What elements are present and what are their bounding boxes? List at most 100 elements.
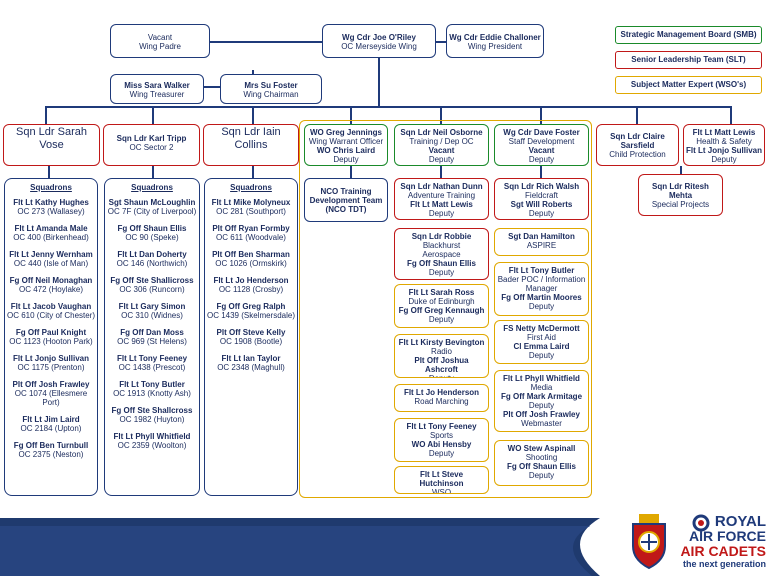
chairman-role: Wing Chairman bbox=[243, 90, 299, 99]
squadron-commander: Flt Lt Jenny Wernham bbox=[9, 250, 93, 259]
squadron-name: OC 7F (City of Liverpool) bbox=[107, 207, 197, 216]
sector-3-name: Sqn Ldr Iain Collins bbox=[221, 126, 281, 151]
role-line: Deputy bbox=[428, 209, 455, 218]
squadron-name: OC 310 (Widnes) bbox=[121, 311, 183, 320]
squadron-name: OC 1908 (Bootle) bbox=[219, 337, 283, 346]
staffdev-deputy-role: Deputy bbox=[528, 155, 555, 164]
treasurer-role: Wing Treasurer bbox=[129, 90, 185, 99]
role-line: Sgt Dan Hamilton bbox=[508, 232, 575, 241]
role-line: Flt Lt Tony Butler bbox=[508, 266, 575, 275]
logo-royal: ROYAL bbox=[714, 513, 766, 530]
squadron-name: OC 1123 (Hooton Park) bbox=[9, 337, 93, 346]
staffdev-deputy-name: Vacant bbox=[528, 146, 555, 155]
squadron-commander: Flt Lt Tony Butler bbox=[119, 380, 185, 389]
staffdev-name: Wg Cdr Dave Foster bbox=[503, 128, 580, 137]
squadron-commander: Flt Lt Dan Doherty bbox=[117, 250, 187, 259]
training-deputy-role: Deputy bbox=[428, 155, 455, 164]
squadron-commander: Plt Off Ryan Formby bbox=[212, 224, 290, 233]
crest-icon bbox=[632, 514, 666, 570]
squadron-name: OC 440 (Isle of Man) bbox=[13, 259, 89, 268]
role-line: Bader POC / Information bbox=[497, 275, 586, 284]
role-line: Deputy bbox=[528, 302, 555, 311]
connector bbox=[378, 58, 380, 106]
role-line: Plt Off Josh Frawley bbox=[503, 410, 580, 419]
role-line: Cl Emma Laird bbox=[513, 342, 570, 351]
oc-name: Wg Cdr Joe O'Riley bbox=[342, 33, 416, 42]
squadrons-header: Squadrons bbox=[131, 183, 173, 192]
special-projects-box: Sqn Ldr Ritesh Mehta Special Projects bbox=[638, 174, 723, 216]
role-line: Fg Off Shaun Ellis bbox=[507, 462, 576, 471]
special-projects-name-2: Mehta bbox=[668, 191, 693, 200]
wing-padre-box: Vacant Wing Padre bbox=[110, 24, 210, 58]
connector bbox=[45, 106, 731, 108]
squadron-name: OC 306 (Runcorn) bbox=[119, 285, 185, 294]
squadron-commander: Flt Lt Jim Laird bbox=[22, 415, 80, 424]
connector bbox=[730, 106, 732, 124]
role-line: Webmaster bbox=[521, 419, 562, 428]
sector-3-box: Sqn Ldr Iain Collins OC Sector 2 bbox=[203, 124, 299, 166]
oc-role: OC Merseyside Wing bbox=[341, 42, 417, 51]
squadron-name: OC 2348 (Maghull) bbox=[217, 363, 285, 372]
role-line: Flt Lt Tony Feeney bbox=[406, 422, 477, 431]
squadron-name: OC 1982 (Huyton) bbox=[119, 415, 185, 424]
squadron-commander: Plt Off Steve Kelly bbox=[216, 328, 286, 337]
squadron-commander: Fg Off Ste Shallcross bbox=[111, 406, 193, 415]
wwo-box: WO Greg Jennings Wing Warrant Officer WO… bbox=[304, 124, 388, 166]
squadron-name: OC 969 (St Helens) bbox=[117, 337, 187, 346]
squadrons-header: Squadrons bbox=[230, 183, 272, 192]
squadron-commander: Fg Off Paul Knight bbox=[15, 328, 87, 337]
wing-padre-name: Vacant bbox=[147, 33, 173, 42]
staffdev-role: Staff Development bbox=[508, 137, 575, 146]
role-line: Sqn Ldr Rich Walsh bbox=[503, 182, 580, 191]
role-line: Sgt Will Roberts bbox=[510, 200, 573, 209]
connector bbox=[252, 166, 254, 178]
training-role: Training / Dep OC bbox=[409, 137, 474, 146]
squadron-name: OC 1026 (Ormskirk) bbox=[215, 259, 287, 268]
role-line: Deputy bbox=[397, 374, 486, 377]
squadron-commander: Flt Lt Ian Taylor bbox=[221, 354, 281, 363]
logo-air-force: AIR FORCE bbox=[689, 528, 766, 544]
legend-slt: Senior Leadership Team (SLT) bbox=[615, 51, 762, 69]
treasurer-name: Miss Sara Walker bbox=[124, 81, 190, 90]
connector bbox=[440, 166, 442, 178]
sector-1-name: Sqn Ldr Sarah Vose bbox=[16, 126, 87, 151]
role-line: First Aid bbox=[527, 333, 556, 342]
role-line: Deputy bbox=[428, 315, 455, 324]
child-protection-role: Child Protection bbox=[609, 150, 666, 159]
squadron-commander: Fg Off Neil Monaghan bbox=[9, 276, 93, 285]
squadron-commander: Fg Off Dan Moss bbox=[120, 328, 184, 337]
squadron-commander: Flt Lt Jonjo Sullivan bbox=[13, 354, 89, 363]
connector bbox=[252, 106, 254, 124]
nco-tdt-line1: NCO Training bbox=[320, 187, 372, 196]
role-line: Fg Off Greg Kennaugh bbox=[398, 306, 485, 315]
role-line: Deputy bbox=[428, 449, 455, 458]
president-box: Wg Cdr Eddie Challoner Wing President bbox=[446, 24, 544, 58]
role-line: Media bbox=[530, 383, 553, 392]
role-line: Blackhurst bbox=[422, 241, 461, 250]
special-projects-role: Special Projects bbox=[651, 200, 710, 209]
squadron-commander: Flt Lt Jo Henderson bbox=[213, 276, 289, 285]
chairman-name: Mrs Su Foster bbox=[244, 81, 298, 90]
health-safety-box: Flt Lt Matt Lewis Health & Safety Flt Lt… bbox=[683, 124, 765, 166]
role-line: FS Netty McDermott bbox=[503, 324, 580, 333]
footer-swoosh bbox=[0, 518, 600, 576]
